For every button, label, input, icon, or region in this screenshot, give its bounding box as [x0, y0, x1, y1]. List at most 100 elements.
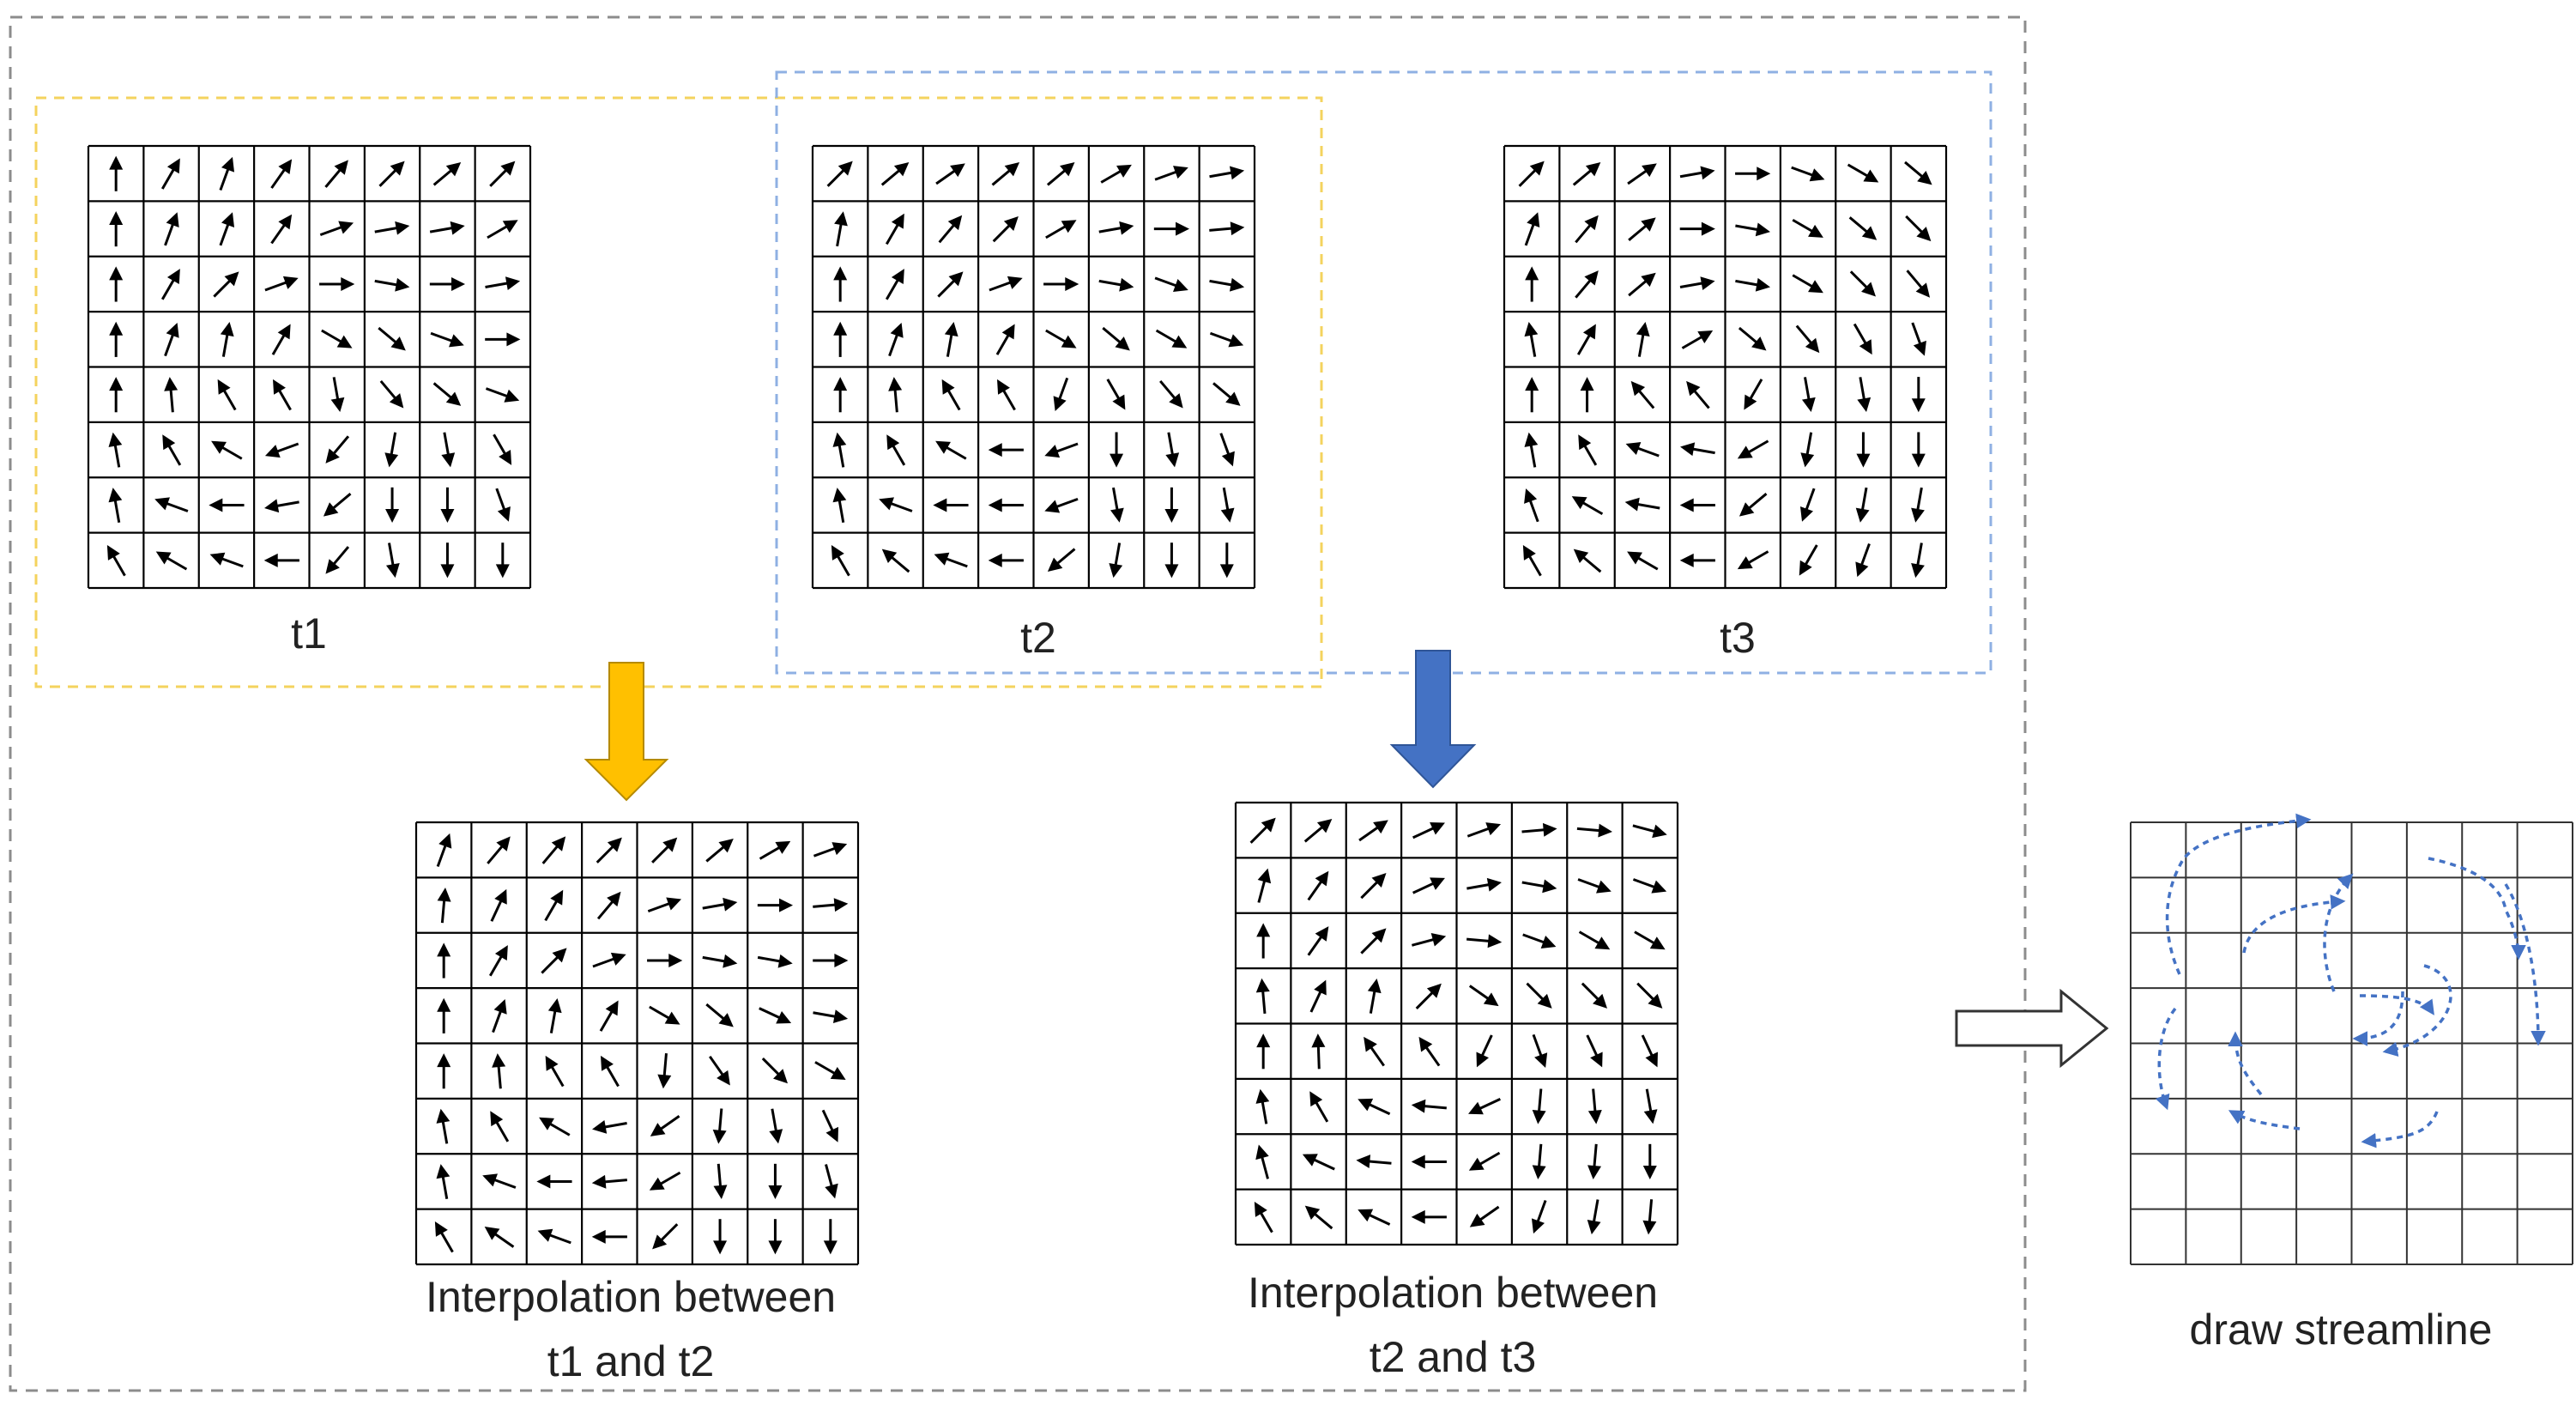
vector-arrow	[1800, 432, 1815, 468]
vector-arrow	[1571, 496, 1604, 516]
vector-arrow	[1110, 487, 1124, 523]
vector-arrow	[1102, 326, 1130, 351]
vector-arrow	[937, 271, 964, 298]
vector-arrow	[209, 552, 244, 568]
vector-arrow	[1045, 329, 1077, 348]
vector-arrow	[1632, 878, 1667, 894]
vector-arrow	[592, 1119, 627, 1134]
vector-arrow	[1737, 550, 1769, 570]
vector-arrow	[768, 1219, 783, 1255]
vector-arrow	[1154, 276, 1188, 293]
vector-arrow	[220, 322, 234, 357]
vector-arrow	[1627, 551, 1659, 571]
vector-arrow	[1628, 217, 1656, 241]
vector-arrow	[1209, 166, 1245, 180]
vector-arrow	[1628, 272, 1656, 297]
label-t2: t2	[1020, 614, 1056, 662]
vector-arrow	[757, 954, 793, 968]
vector-arrow	[537, 1228, 571, 1245]
streamline	[2165, 813, 2312, 975]
vector-arrow	[432, 382, 462, 406]
vector-arrow	[1532, 1033, 1548, 1069]
vector-arrow	[885, 213, 904, 245]
vector-arrow	[1857, 377, 1872, 412]
vector-arrow	[1735, 222, 1770, 237]
vector-arrow	[164, 377, 178, 413]
vector-arrow	[321, 329, 353, 348]
vector-arrow	[1532, 1088, 1546, 1124]
vector-arrow	[1411, 1154, 1447, 1169]
vector-arrow	[1581, 982, 1608, 1009]
vector-arrow	[385, 487, 400, 524]
vector-arrow	[759, 840, 791, 860]
vector-arrow	[881, 548, 910, 573]
vector-arrow	[437, 1053, 451, 1089]
group-box-t2-t3	[775, 70, 1992, 675]
vector-arrow	[1576, 823, 1612, 838]
streamline	[2228, 1031, 2263, 1096]
vector-arrow	[1257, 868, 1272, 903]
vector-arrow	[1256, 1033, 1271, 1070]
vector-arrow	[1358, 820, 1388, 842]
vector-arrow	[429, 276, 466, 291]
vector-arrow	[217, 379, 237, 411]
vector-arrow	[1155, 329, 1188, 348]
vector-arrow	[938, 215, 963, 244]
vector-arrow	[324, 160, 348, 188]
vector-arrow	[886, 434, 906, 466]
vector-arrow	[264, 276, 299, 292]
vector-arrow	[823, 1219, 838, 1255]
vector-arrow	[1249, 817, 1276, 844]
vector-arrow	[596, 891, 621, 920]
vector-arrow	[164, 322, 179, 357]
vector-arrow	[1053, 377, 1069, 412]
vector-arrow	[489, 161, 516, 187]
vector-arrow	[1524, 212, 1540, 246]
vector-arrow	[1109, 542, 1123, 579]
vector-arrow	[934, 552, 968, 568]
streamline	[2242, 894, 2346, 954]
vector-arrow	[1686, 380, 1710, 409]
vector-arrow	[109, 266, 124, 302]
vector-arrow	[1307, 926, 1329, 956]
vector-arrow	[1466, 877, 1502, 892]
streamline-grid	[2130, 821, 2573, 1265]
vector-arrow	[713, 1219, 728, 1255]
vector-arrow	[1518, 161, 1545, 187]
outer-frame	[9, 15, 2027, 1392]
vector-arrow	[319, 221, 354, 237]
vector-arrow	[1679, 498, 1715, 512]
vector-arrow	[436, 833, 452, 868]
vector-arrow	[1303, 818, 1333, 843]
vector-arrow	[813, 898, 849, 912]
vector-arrow	[1575, 215, 1599, 244]
vector-arrow	[108, 432, 123, 468]
vector-arrow	[1795, 324, 1820, 354]
vector-arrow	[826, 161, 853, 187]
vector-arrow	[484, 1226, 515, 1248]
streamline	[2504, 883, 2546, 1046]
vector-arrow	[1164, 542, 1179, 579]
vector-arrow	[879, 497, 913, 512]
vector-grid-t3	[1503, 144, 1948, 590]
vector-arrow	[713, 1163, 728, 1199]
vector-arrow	[1906, 270, 1931, 298]
vector-arrow	[709, 1055, 730, 1086]
vector-arrow	[325, 435, 350, 464]
vector-arrow	[545, 1055, 565, 1088]
vector-arrow	[1302, 1154, 1335, 1171]
vector-arrow	[108, 488, 123, 523]
vector-arrow	[1255, 1088, 1270, 1124]
vector-arrow	[1411, 1099, 1447, 1113]
vector-arrow	[833, 377, 848, 413]
vector-arrow	[1159, 379, 1183, 409]
vector-arrow	[1358, 1209, 1391, 1226]
vector-arrow	[263, 553, 299, 567]
vector-arrow	[832, 488, 847, 523]
vector-arrow	[544, 889, 564, 922]
vector-arrow	[436, 1108, 450, 1144]
vector-arrow	[1643, 1088, 1658, 1124]
vector-arrow	[1411, 1209, 1447, 1224]
vector-arrow	[436, 1164, 450, 1199]
